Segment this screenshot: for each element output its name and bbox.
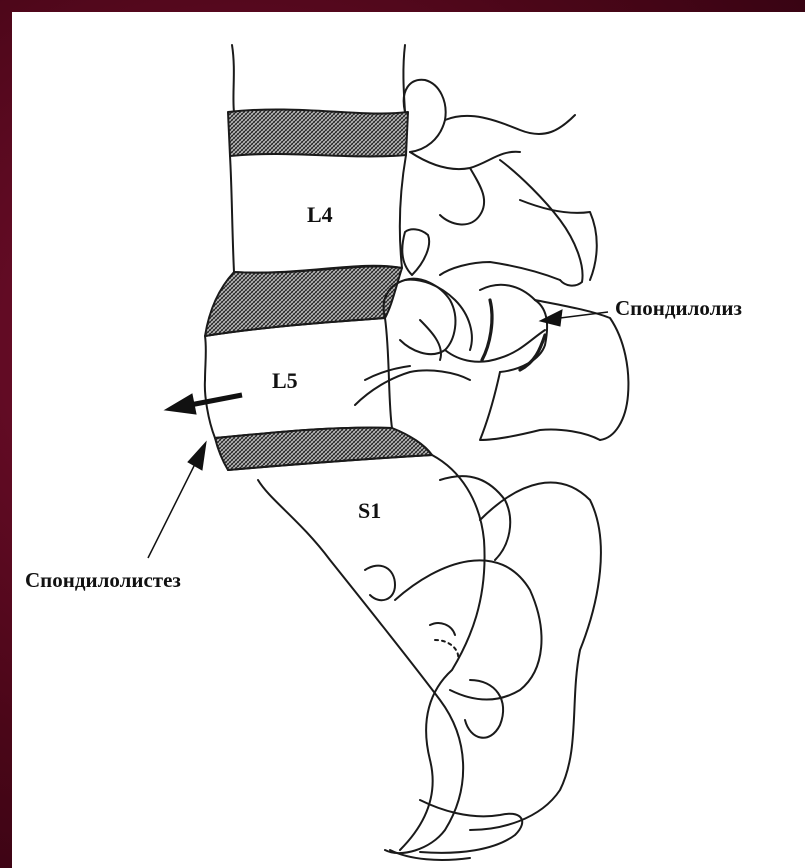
label-s1: S1 (358, 498, 381, 524)
vertebra-l5 (205, 318, 392, 438)
label-spondylolisthesis: Спондилолистез (25, 568, 181, 593)
l5-facet (384, 280, 472, 350)
slip-direction-arrow (165, 394, 242, 414)
l4-facet (404, 80, 446, 152)
sacrum-s1 (228, 455, 485, 850)
upper-vertebra-outline (232, 45, 234, 112)
spondylolysis-arrow (540, 310, 608, 326)
label-l5: L5 (272, 368, 298, 394)
pars-defect (482, 300, 492, 360)
disc-l4-l5 (205, 266, 402, 336)
disc-l5-s1 (215, 428, 432, 470)
label-l4: L4 (307, 202, 333, 228)
label-spondylolysis: Спондилолиз (615, 296, 742, 321)
spondylolisthesis-arrow (148, 442, 206, 558)
disc-l3-l4 (228, 109, 408, 156)
